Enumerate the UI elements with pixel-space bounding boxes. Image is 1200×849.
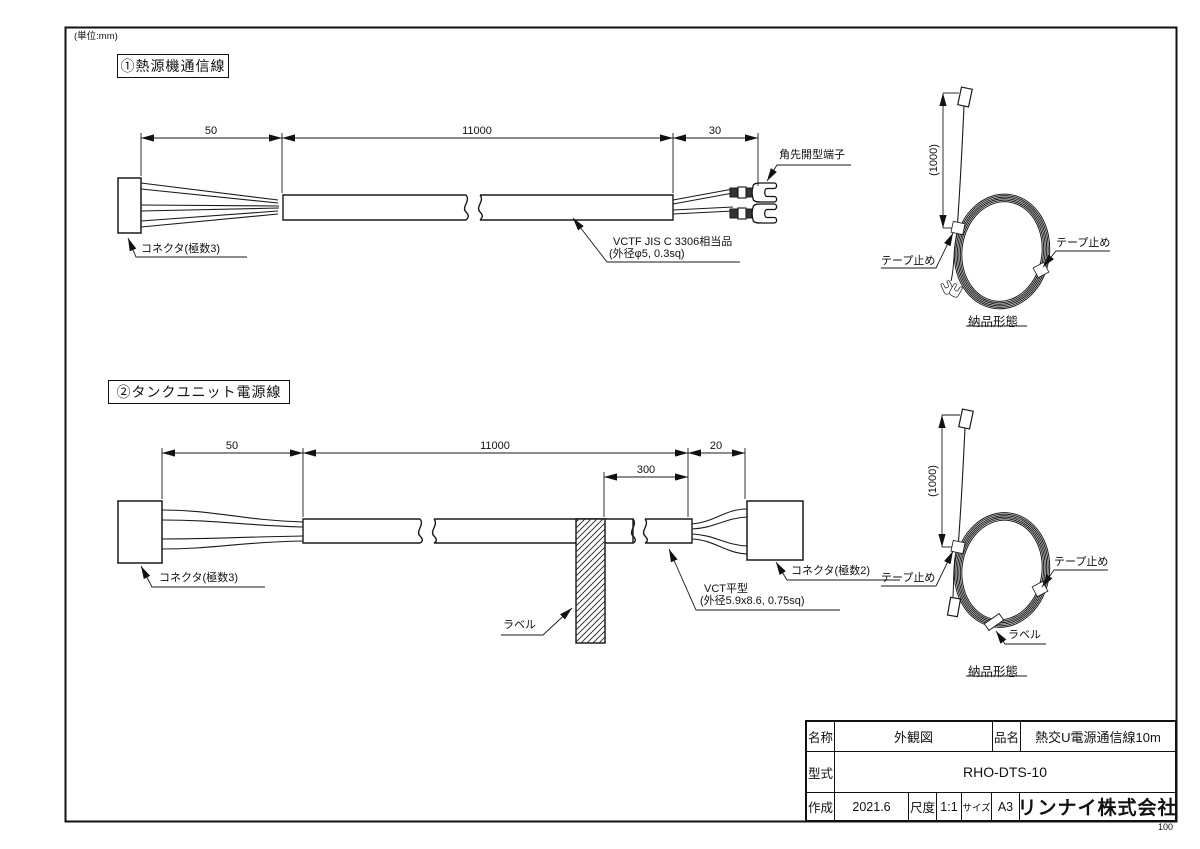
s2-connector-right [746,500,804,561]
unit-note: (単位:mm) [74,31,118,42]
section1-coil [881,86,1110,327]
s1-dimension-lines [140,133,759,193]
s1-cable-spec-line1: VCTF JIS C 3306相当品 [613,236,733,248]
s1-leader-lines [127,164,851,263]
s2-coil-leaders [881,550,1108,677]
s2-label-tag-rect [575,518,606,644]
page-number: 100 [1158,822,1174,832]
s2-cable-spec-line2: (外径5.9x8.6, 0.75sq) [700,595,805,607]
s1-coil-hanging-wire [950,232,958,282]
s2-tape-mark-left [950,539,966,555]
s2-coil-connector-bottom [946,596,962,618]
section2-coil [881,408,1108,677]
s1-coil-band [953,193,1051,310]
s2-coil-label-tag-text: ラベル [1008,629,1041,641]
s1-coil-caption: 納品形態 [968,315,1019,329]
section1-title: ①熱源機通信線 [117,54,229,78]
item-value: 熱交U電源通信線10m [1035,730,1161,745]
s2-coil-dim-1000: (1000) [927,465,939,497]
s2-connector-right-label: コネクタ(極数2) [791,565,871,577]
size-label: サイズ [962,793,992,820]
s2-label-tag-text: ラベル [503,619,536,631]
name-label: 名称 [807,722,835,751]
s2-cable-body [302,518,693,544]
model-label: 型式 [807,752,835,792]
s1-coil-connector [957,86,973,108]
s2-connector-left-label: コネクタ(極数3) [159,572,239,584]
s2-coil-band [953,512,1051,628]
s2-left-wires [161,509,304,550]
section2-title: ②タンクユニット電源線 [108,380,290,404]
s2-tape-mark-right [1031,580,1049,598]
s2-dim-20: 20 [709,440,723,452]
s1-tape-mark-left [950,220,966,236]
s1-terminal-label: 角先開型端子 [779,149,845,161]
s1-tape-left-label: テープ止め [881,255,936,267]
s1-connector-label: コネクタ(極数3) [141,243,221,255]
s1-fork-terminal-top [729,182,778,203]
s1-connector-left [117,177,142,234]
s2-coil-lead-wire [957,427,966,549]
s1-coil-dimension [939,92,959,229]
page-border [64,26,1178,823]
s2-coil-dimension [938,414,960,548]
s1-right-wires [672,188,734,215]
s2-tape-left-label: テープ止め [881,572,936,584]
s1-cable-body [282,194,674,221]
s2-coil-hanging-wire [952,551,957,598]
s1-cable-spec-line2: (外径φ5, 0.3sq) [609,248,685,260]
size-value: A3 [992,793,1020,820]
item-label: 品名 [993,722,1021,751]
s2-connector-left [117,500,163,564]
scale-label: 尺度 [909,793,937,820]
s1-dim-30: 30 [708,125,722,137]
s1-coil-lead-wire [956,105,965,232]
s1-tape-right-label: テープ止め [1056,237,1111,249]
scale-value: 1:1 [937,793,962,820]
title-block-row-model: 型式 RHO-DTS-10 [807,752,1175,793]
section1-cable-drawing [117,133,851,263]
section2-cable-drawing [117,448,900,644]
s2-coil-caption: 納品形態 [968,665,1019,679]
s1-fork-terminal-bottom [729,203,778,224]
company-name: リンナイ株式会社 [1020,798,1175,819]
s1-dim-50: 50 [204,125,218,137]
s1-coil-dim-1000: (1000) [928,144,940,176]
s1-dim-11000: 11000 [462,125,492,137]
s2-dim-300: 300 [636,464,656,476]
s2-tape-right-label: テープ止め [1054,556,1109,568]
title-block: 名称 外観図 品名 熱交U電源通信線10m 型式 RHO-DTS-10 作成 2… [805,720,1177,822]
s2-coil-connector-top [958,408,974,430]
s2-dim-11000: 11000 [480,440,510,452]
s2-right-wires [691,508,748,555]
s1-coil-leaders [881,232,1110,327]
s2-cable-spec-line1: VCT平型 [704,583,748,595]
s2-dimension-lines [161,448,746,517]
s2-coil-label-tag [983,612,1005,632]
created-label: 作成 [807,793,835,820]
name-value: 外観図 [835,722,993,751]
created-value: 2021.6 [835,793,909,820]
s1-left-wires [140,182,280,228]
title-block-row-meta: 作成 2021.6 尺度 1:1 サイズ A3 リンナイ株式会社 [807,793,1175,820]
s2-dim-50: 50 [225,440,239,452]
title-block-row-name: 名称 外観図 品名 熱交U電源通信線10m [807,722,1175,752]
s2-leader-lines [140,548,900,636]
model-value: RHO-DTS-10 [962,764,1047,780]
